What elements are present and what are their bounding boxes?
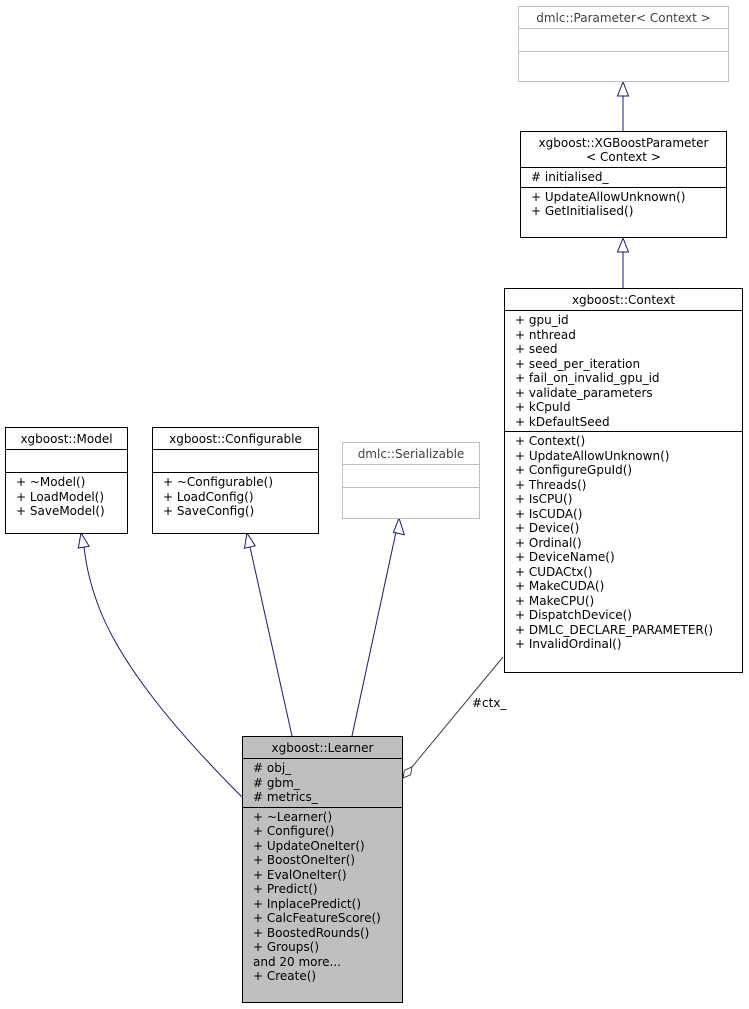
class-member[interactable]: + LoadModel() <box>16 489 105 504</box>
class-member[interactable]: + ~Model() <box>16 475 86 489</box>
class-member[interactable]: + UpdateAllowUnknown() <box>515 448 670 463</box>
class-box-xgboost-context[interactable]: xgboost::Context + gpu_id+ nthread+ seed… <box>504 288 743 673</box>
class-box-xgboost-model[interactable]: xgboost::Model + ~Model()+ LoadModel()+ … <box>5 427 128 534</box>
class-member[interactable]: + MakeCPU() <box>515 593 595 608</box>
class-member[interactable]: + ~Configurable() <box>163 475 274 489</box>
class-member[interactable]: + Configure() <box>253 824 335 838</box>
class-member[interactable]: + kCpuId <box>515 400 571 414</box>
class-member[interactable]: + EvalOneIter() <box>253 867 347 882</box>
composition-diamond-ctx <box>402 766 413 779</box>
inherit-arrowhead-serializable <box>392 516 406 536</box>
class-member[interactable]: and 20 more... <box>253 954 342 969</box>
class-member[interactable]: + CUDACtx() <box>515 564 593 579</box>
class-member[interactable]: # obj_ <box>253 761 292 775</box>
class-box-xgboost-learner[interactable]: xgboost::Learner # obj_# gbm_# metrics_ … <box>242 736 403 1003</box>
class-member[interactable]: + nthread <box>515 327 576 342</box>
class-member[interactable]: + fail_on_invalid_gpu_id <box>515 371 660 385</box>
class-box-xgboost-configurable[interactable]: xgboost::Configurable + ~Configurable()+… <box>152 427 319 534</box>
class-attributes-empty <box>6 450 127 472</box>
class-member[interactable]: + DispatchDevice() <box>515 608 632 622</box>
class-member[interactable]: + BoostOneIter() <box>253 853 356 867</box>
class-member[interactable]: + GetInitialised() <box>531 204 634 218</box>
class-member[interactable]: + SaveModel() <box>16 504 105 518</box>
class-member[interactable]: + Ordinal() <box>515 535 582 550</box>
class-member[interactable]: + kDefaultSeed <box>515 414 610 429</box>
class-attributes: + gpu_id+ nthread+ seed+ seed_per_iterat… <box>505 311 742 431</box>
inherit-edge-learner-configurable <box>249 546 293 737</box>
class-title: xgboost::Context <box>505 289 742 311</box>
class-member[interactable]: + InvalidOrdinal() <box>515 637 622 651</box>
class-member[interactable]: + Create() <box>253 969 317 983</box>
class-title: dmlc::Serializable <box>343 443 479 465</box>
class-member[interactable]: + validate_parameters <box>515 385 653 400</box>
class-methods-empty <box>343 487 479 509</box>
inherit-arrowhead-xgbparam <box>616 236 630 253</box>
class-member[interactable]: + IsCUDA() <box>515 506 583 521</box>
class-member[interactable]: + MakeCUDA() <box>515 579 605 593</box>
class-member[interactable]: + Threads() <box>515 477 587 492</box>
class-title-line-2: < Context > <box>586 150 661 164</box>
class-box-xgboost-parameter[interactable]: xgboost::XGBoostParameter < Context > # … <box>520 131 727 238</box>
class-methods: + ~Learner()+ Configure()+ UpdateOneIter… <box>243 806 402 986</box>
class-title: dmlc::Parameter< Context > <box>519 7 728 29</box>
class-member[interactable]: + seed <box>515 342 558 356</box>
class-member[interactable]: + ~Learner() <box>253 809 333 824</box>
class-member[interactable]: + Groups() <box>253 940 320 954</box>
class-member[interactable]: + DeviceName() <box>515 550 615 564</box>
class-methods: + ~Model()+ LoadModel()+ SaveModel() <box>6 472 127 521</box>
class-box-dmlc-serializable[interactable]: dmlc::Serializable <box>342 442 480 519</box>
class-title: xgboost::Configurable <box>153 428 318 450</box>
class-member[interactable]: + UpdateOneIter() <box>253 838 365 853</box>
class-attributes-empty <box>519 29 728 51</box>
inherit-arrowhead-parameter <box>616 80 630 97</box>
class-member[interactable]: + BoostedRounds() <box>253 925 370 940</box>
class-member[interactable]: # metrics_ <box>253 790 318 804</box>
class-member[interactable]: + ConfigureGpuId() <box>515 463 633 477</box>
class-member[interactable]: + seed_per_iteration <box>515 356 641 371</box>
class-methods: + UpdateAllowUnknown()+ GetInitialised() <box>521 186 726 221</box>
class-box-dmlc-parameter[interactable]: dmlc::Parameter< Context > <box>518 6 729 82</box>
class-member[interactable]: + Device() <box>515 521 580 535</box>
inherit-edge-learner-model <box>83 546 243 798</box>
composition-edge-ctx <box>411 656 504 768</box>
class-member[interactable]: + CalcFeatureScore() <box>253 911 381 925</box>
class-methods-empty <box>519 51 728 73</box>
class-attributes-empty <box>343 465 479 487</box>
class-attributes: # obj_# gbm_# metrics_ <box>243 759 402 807</box>
class-methods: + Context()+ UpdateAllowUnknown()+ Confi… <box>505 431 742 654</box>
edge-label-ctx: #ctx_ <box>472 696 507 710</box>
inherit-arrowhead-model <box>77 531 91 549</box>
inherit-arrowhead-configurable <box>243 531 257 549</box>
class-title: xgboost::Learner <box>243 737 402 759</box>
class-member[interactable]: + UpdateAllowUnknown() <box>531 189 686 204</box>
class-member[interactable]: + Context() <box>515 434 586 448</box>
class-member[interactable]: # initialised_ <box>531 170 609 184</box>
class-title: xgboost::Model <box>6 428 127 450</box>
class-member[interactable]: # gbm_ <box>253 775 300 790</box>
class-member[interactable]: + InplacePredict() <box>253 896 361 911</box>
inherit-edge-learner-serializable <box>351 531 397 737</box>
class-title: xgboost::XGBoostParameter < Context > <box>521 132 726 168</box>
class-member[interactable]: + SaveConfig() <box>163 504 255 518</box>
class-member[interactable]: + IsCPU() <box>515 492 573 506</box>
class-member[interactable]: + LoadConfig() <box>163 489 254 504</box>
class-member[interactable]: + gpu_id <box>515 313 569 327</box>
class-attributes-empty <box>153 450 318 472</box>
class-member[interactable]: + Predict() <box>253 882 318 896</box>
class-attributes: # initialised_ <box>521 168 726 187</box>
class-methods: + ~Configurable()+ LoadConfig()+ SaveCon… <box>153 472 318 521</box>
class-title-line-1: xgboost::XGBoostParameter <box>538 136 709 150</box>
class-member[interactable]: + DMLC_DECLARE_PARAMETER() <box>515 622 714 637</box>
